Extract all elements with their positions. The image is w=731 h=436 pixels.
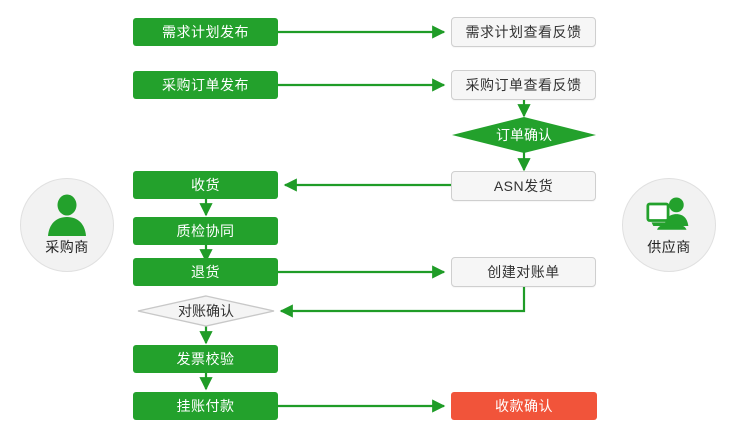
node-receive-goods[interactable]: 收货 xyxy=(133,171,278,199)
node-asn-shipment[interactable]: ASN发货 xyxy=(451,171,596,201)
actor-supplier[interactable]: 供应商 xyxy=(622,178,716,272)
node-payable-payment[interactable]: 挂账付款 xyxy=(133,392,278,420)
node-label: 需求计划发布 xyxy=(162,24,249,40)
node-label: 采购订单查看反馈 xyxy=(465,77,582,93)
node-label: 退货 xyxy=(191,264,220,280)
node-label: 对账确认 xyxy=(178,303,234,319)
diamond-shape xyxy=(452,117,596,153)
node-label: 挂账付款 xyxy=(176,398,235,414)
node-label: 采购订单发布 xyxy=(162,77,249,93)
node-quality-collaboration[interactable]: 质检协同 xyxy=(133,217,278,245)
node-label: 订单确认 xyxy=(496,127,552,143)
node-label: 收款确认 xyxy=(495,398,553,414)
node-receipt-confirm[interactable]: 收款确认 xyxy=(451,392,597,420)
node-purchase-order-view-feedback[interactable]: 采购订单查看反馈 xyxy=(451,70,596,100)
node-label: 需求计划查看反馈 xyxy=(465,24,582,40)
node-invoice-verification[interactable]: 发票校验 xyxy=(133,345,278,373)
actor-supplier-label: 供应商 xyxy=(647,238,691,255)
node-demand-plan-publish[interactable]: 需求计划发布 xyxy=(133,18,278,46)
node-label: 收货 xyxy=(191,177,220,193)
node-create-statement[interactable]: 创建对账单 xyxy=(451,257,596,287)
node-label: 创建对账单 xyxy=(487,264,560,280)
edge-n10-n11 xyxy=(279,287,526,318)
actor-buyer[interactable]: 采购商 xyxy=(20,178,114,272)
node-demand-plan-view-feedback[interactable]: 需求计划查看反馈 xyxy=(451,17,596,47)
node-statement-confirm[interactable]: 对账确认 xyxy=(137,295,275,327)
node-label: ASN发货 xyxy=(493,178,554,194)
node-purchase-order-publish[interactable]: 采购订单发布 xyxy=(133,71,278,99)
node-label: 质检协同 xyxy=(176,223,235,239)
node-return-goods[interactable]: 退货 xyxy=(133,258,278,286)
node-order-confirm[interactable]: 订单确认 xyxy=(452,117,596,153)
person-at-computer-icon xyxy=(646,197,689,230)
person-icon xyxy=(48,194,86,236)
actor-buyer-label: 采购商 xyxy=(45,238,89,255)
node-label: 发票校验 xyxy=(176,351,235,367)
